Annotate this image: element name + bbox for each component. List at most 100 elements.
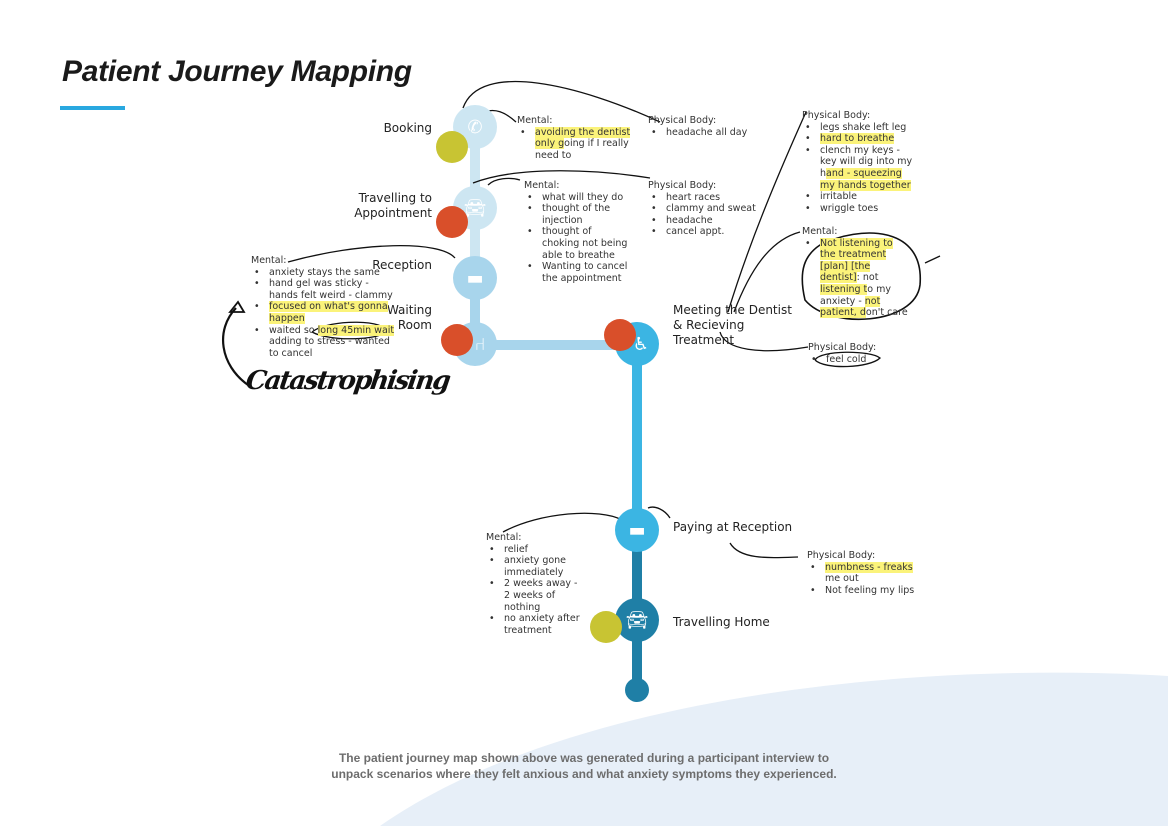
note-booking-physical: Physical Body:headache all day [648,115,758,138]
highlighted-text: focused on what's gonna happen [269,301,388,324]
note-heading: Mental: [517,115,553,126]
note-list: avoiding the dentist only going if I rea… [517,126,632,162]
note-text: relief [504,543,529,555]
note-item: clench my keys - key will dig into my ha… [802,145,917,191]
note-booking-mental: Mental:avoiding the dentist only going i… [517,115,632,161]
note-text: heart races [666,191,721,203]
note-item: what will they do [524,192,629,204]
note-text: thought of choking not being able to bre… [542,226,628,261]
caption: The patient journey map shown above was … [0,750,1168,782]
note-text: no anxiety after treatment [504,613,580,636]
note-text: legs shake left leg [820,121,907,133]
note-text: me out [825,573,859,585]
note-item: headache all day [648,127,758,139]
note-heading: Physical Body: [802,110,871,121]
note-text: anxiety stays the same [269,266,380,278]
page-title: Patient Journey Mapping [62,55,412,88]
note-paying-physical: Physical Body:numbness - freaks me outNo… [807,550,917,596]
note-paying-mental: Mental:reliefanxiety gone immediately2 w… [486,532,586,636]
note-text: feel cold [826,353,867,365]
stage-label-meeting: Meeting the Dentist & Recieving Treatmen… [673,303,792,347]
note-item: relief [486,544,586,556]
reception-desk-icon: ▬ [628,519,646,541]
note-item: cancel appt. [648,226,758,238]
note-item: clammy and sweat [648,203,758,215]
emotion-dot-anxious [436,206,468,238]
emotion-dot-anxious [604,319,636,351]
waiting-chair-icon: ⑁ [474,333,486,355]
note-item: waited so long 45min wait adding to stre… [251,324,396,360]
note-item: no anxiety after treatment [486,613,586,636]
note-item: feel cold [808,354,908,366]
note-text: clammy and sweat [666,203,756,215]
caption-line-2: unpack scenarios where they felt anxious… [331,767,837,781]
note-text: hand gel was sticky - hands felt weird -… [269,278,393,301]
note-text: o my anxiety - [820,283,891,307]
note-heading: Mental: [524,180,560,191]
note-meeting-physical: Physical Body:legs shake left leghard to… [802,110,917,214]
note-item: legs shake left leg [802,122,917,134]
stage-label-waiting: Waiting Room [386,303,432,332]
note-travel-mental: Mental:what will they dothought of the i… [524,180,629,284]
note-text: anxiety gone immediately [504,555,567,578]
car-icon: 🚘︎ [625,609,649,631]
highlighted-text: and - squeezing my hands together [820,167,911,191]
note-text: cancel appt. [666,226,725,238]
reception-desk-icon: ▬ [466,267,484,289]
note-item: headache [648,215,758,227]
note-text: clench my keys - key will dig into my h [820,144,913,179]
note-item: focused on what's gonna happen [251,301,396,324]
note-item: irritable [802,191,917,203]
note-item: numbness - freaks me out [807,561,917,585]
note-item: hard to breathe [802,133,917,145]
note-text: irritable [820,191,857,203]
highlighted-text: long 45min wait [317,324,395,336]
note-item: anxiety gone immediately [486,555,586,578]
car-icon: 🚘︎ [463,197,487,219]
note-heading: Physical Body: [648,180,717,191]
note-heading: Mental: [251,255,287,266]
note-travel-physical: Physical Body:heart racesclammy and swea… [648,180,758,238]
note-list: Not listening to the treatment [plan] [t… [802,237,910,319]
note-heading: Physical Body: [648,115,717,126]
stage-label-travelling: Travelling to Appointment [354,191,432,220]
stage-node-paying: ▬ [615,508,659,552]
note-reception-mental: Mental:anxiety stays the samehand gel wa… [251,255,396,359]
note-item: Not listening to the treatment [plan] [t… [802,237,910,319]
note-text: what will they do [542,191,624,203]
note-text: headache all day [666,126,748,138]
stage-node-reception: ▬ [453,256,497,300]
highlighted-text: hard to breathe [820,133,895,145]
note-item: anxiety stays the same [251,267,396,279]
note-list: anxiety stays the samehand gel was stick… [251,267,396,360]
note-item: Not feeling my lips [807,585,917,597]
note-heading: Mental: [802,226,838,237]
dental-chair-icon: ♿︎ [632,333,650,355]
note-meeting-physical-2: Physical Body:feel cold [808,342,908,365]
note-text: 2 weeks away - 2 weeks of nothing [504,578,578,613]
note-list: numbness - freaks me outNot feeling my l… [807,561,917,597]
note-heading: Physical Body: [808,342,877,353]
caption-line-1: The patient journey map shown above was … [338,751,830,765]
emotion-dot-neutral [590,611,622,643]
note-list: reliefanxiety gone immediately2 weeks aw… [486,544,586,637]
stage-node-home: 🚘︎ [615,598,659,642]
emotion-dot-neutral [436,131,468,163]
stage-label-paying: Paying at Reception [673,520,793,534]
handwritten-annotation: Catastrophising [243,366,451,396]
note-text: oing if I really need to [535,138,629,161]
note-meeting-mental: Mental:Not listening to the treatment [p… [802,226,910,319]
note-text: thought of the injection [542,203,611,226]
note-text: : not [856,272,879,284]
note-text: adding to stress - wanted to cancel [269,336,390,359]
note-item: Wanting to cancel the appointment [524,261,629,284]
note-item: avoiding the dentist only going if I rea… [517,126,632,162]
highlighted-text: numbness - freaks [825,561,913,573]
emotion-dot-anxious [441,324,473,356]
note-item: thought of choking not being able to bre… [524,226,629,261]
title-underline [60,106,125,110]
note-list: legs shake left leghard to breatheclench… [802,122,917,215]
note-list: headache all day [648,127,758,139]
note-heading: Mental: [486,532,522,543]
